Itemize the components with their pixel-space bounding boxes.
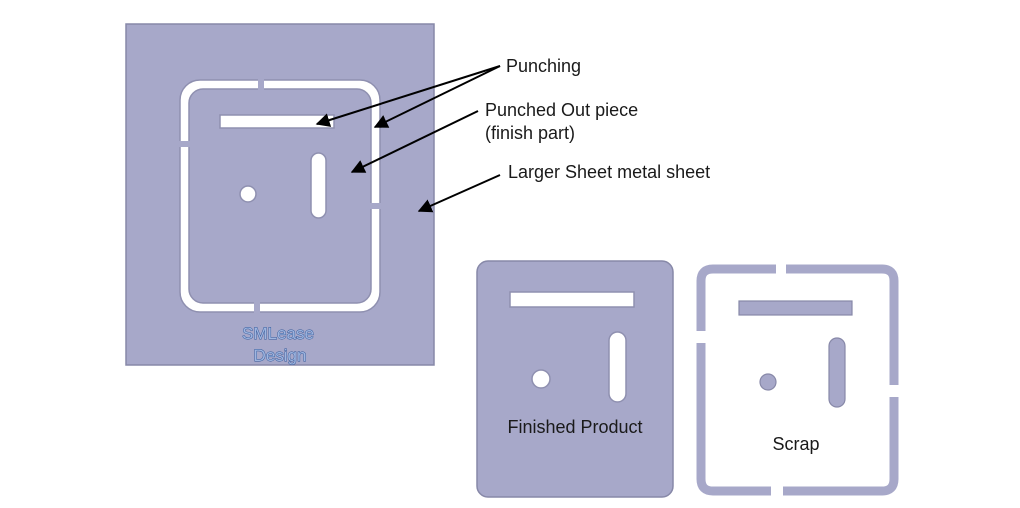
finished-rect-slot — [509, 291, 635, 308]
round-hole — [239, 185, 257, 203]
punching-arrow-to-slot — [315, 65, 501, 127]
watermark-line2: Design — [254, 346, 307, 365]
tab-bottom — [254, 302, 260, 313]
large-sheet-group: SMLease Design — [125, 23, 435, 366]
punched-out-arrow — [350, 110, 479, 173]
watermark-line1: SMLease — [242, 324, 314, 343]
scrap-rect-slug — [738, 300, 853, 316]
finished-product-label: Finished Product — [507, 417, 642, 437]
rectangular-slot — [219, 114, 335, 129]
scrap-oblong-slug — [828, 337, 846, 408]
scrap-frame-top-left — [696, 264, 776, 331]
punching-label: Punching — [506, 56, 581, 76]
scrap-frame-top-right — [786, 264, 899, 385]
punched-out-label-line2: (finish part) — [485, 123, 575, 143]
finished-product-group: Finished Product — [476, 260, 674, 498]
punching-arrow-to-gap — [373, 65, 501, 128]
tab-left — [179, 141, 190, 147]
scrap-label: Scrap — [772, 434, 819, 454]
larger-sheet-arrow — [417, 174, 501, 213]
oblong-slot — [310, 152, 327, 219]
scrap-frame-bottom-right — [783, 397, 899, 496]
tab-top — [258, 79, 264, 90]
larger-sheet-label: Larger Sheet metal sheet — [508, 162, 710, 182]
scrap-group: Scrap — [696, 264, 899, 496]
finished-round-hole — [531, 369, 551, 389]
finished-oblong-slot — [608, 331, 627, 403]
finished-product-plate — [476, 260, 674, 498]
tab-right — [370, 203, 381, 209]
scrap-frame-bottom-left — [696, 343, 771, 496]
punched-out-label-line1: Punched Out piece — [485, 100, 638, 120]
punched-out-piece — [188, 88, 372, 304]
scrap-round-slug — [759, 373, 777, 391]
